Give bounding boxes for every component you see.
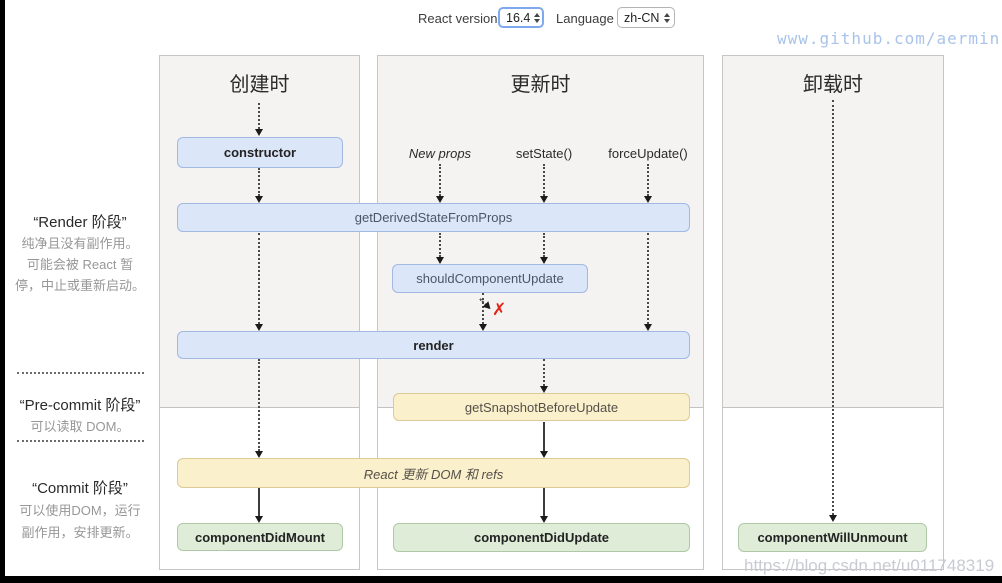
column-title-mounting: 创建时	[229, 74, 290, 96]
flow-line	[258, 488, 260, 516]
trigger-setstate[interactable]: setState()	[515, 146, 573, 161]
watermark-github: www.github.com/aermin	[777, 29, 1001, 48]
select-stepper-icon	[664, 12, 670, 23]
phase-desc-line: 副作用，安排更新。	[21, 525, 139, 540]
node-react-updates-dom: React 更新 DOM 和 refs	[177, 458, 690, 488]
trigger-forceupdate[interactable]: forceUpdate()	[608, 146, 688, 161]
select-stepper-icon	[534, 12, 541, 23]
stop-x-icon: ✗	[492, 300, 507, 319]
flow-line	[543, 233, 545, 257]
flow-line	[258, 103, 260, 129]
language-value: zh-CN	[624, 10, 660, 25]
node-componentdidupdate[interactable]: componentDidUpdate	[393, 523, 690, 552]
phase-divider	[17, 440, 144, 442]
letterbox-bottom	[0, 576, 1002, 583]
phase-precommit-desc: 可以读取 DOM。	[10, 416, 150, 437]
react-version-value: 16.4	[506, 10, 531, 25]
panel-updating	[377, 55, 704, 570]
column-title-updating: 更新时	[510, 74, 571, 96]
arrowhead-icon	[540, 196, 548, 203]
node-getderivedstatefromprops[interactable]: getDerivedStateFromProps	[177, 203, 690, 232]
arrowhead-icon	[540, 386, 548, 393]
flow-line	[439, 233, 441, 257]
phase-desc-line: 纯净且没有副作用。	[21, 236, 139, 251]
flow-line	[258, 168, 260, 196]
flow-line	[647, 233, 649, 324]
phase-commit-desc: 可以使用DOM，运行 副作用，安排更新。	[10, 500, 150, 544]
phase-render-desc: 纯净且没有副作用。 可能会被 React 暂 停，中止或重新启动。	[10, 233, 150, 296]
node-constructor[interactable]: constructor	[177, 137, 343, 168]
letterbox-left	[0, 0, 5, 583]
flow-line	[543, 359, 545, 386]
arrowhead-icon	[644, 196, 652, 203]
flow-line	[543, 164, 545, 196]
arrowhead-icon	[540, 516, 548, 523]
flow-line	[543, 422, 545, 451]
arrowhead-icon	[436, 196, 444, 203]
flow-line	[258, 359, 260, 451]
node-componentwillunmount[interactable]: componentWillUnmount	[738, 523, 927, 552]
phase-desc-line: 停，中止或重新启动。	[14, 278, 145, 293]
arrowhead-icon	[255, 196, 263, 203]
trigger-new-props: New props	[408, 146, 472, 161]
node-shouldcomponentupdate[interactable]: shouldComponentUpdate	[392, 264, 588, 293]
react-version-select[interactable]: 16.4	[498, 7, 544, 28]
arrowhead-icon	[829, 515, 837, 522]
language-select[interactable]: zh-CN	[617, 7, 675, 28]
arrowhead-icon	[255, 324, 263, 331]
phase-divider	[17, 372, 144, 374]
flow-line	[482, 293, 484, 324]
flow-line	[832, 100, 834, 515]
node-componentdidmount[interactable]: componentDidMount	[177, 523, 343, 551]
flow-line	[258, 233, 260, 324]
flow-line	[439, 164, 441, 196]
arrowhead-icon	[255, 129, 263, 136]
node-render[interactable]: render	[177, 331, 690, 359]
arrowhead-icon	[255, 451, 263, 458]
node-getsnapshotbeforeupdate[interactable]: getSnapshotBeforeUpdate	[393, 393, 690, 421]
phase-desc-line: 可以使用DOM，运行	[19, 503, 141, 518]
column-title-unmounting: 卸载时	[803, 74, 863, 96]
arrowhead-icon	[479, 324, 487, 331]
react-version-label: React version	[418, 11, 498, 26]
arrowhead-icon	[540, 451, 548, 458]
arrowhead-icon	[644, 324, 652, 331]
phase-desc-line: 可能会被 React 暂	[26, 257, 134, 272]
phase-precommit-title: “Pre-commit 阶段”	[19, 397, 141, 414]
phase-desc-line: 可以读取 DOM。	[30, 419, 130, 434]
phase-commit-title: “Commit 阶段”	[32, 480, 128, 497]
phase-render-title: “Render 阶段”	[33, 214, 127, 231]
flow-line	[543, 488, 545, 516]
language-label: Language	[556, 11, 614, 26]
watermark-csdn: https://blog.csdn.net/u011748319	[744, 556, 995, 575]
arrowhead-icon	[540, 257, 548, 264]
arrowhead-icon	[436, 257, 444, 264]
arrowhead-icon	[255, 516, 263, 523]
flow-line	[647, 164, 649, 196]
